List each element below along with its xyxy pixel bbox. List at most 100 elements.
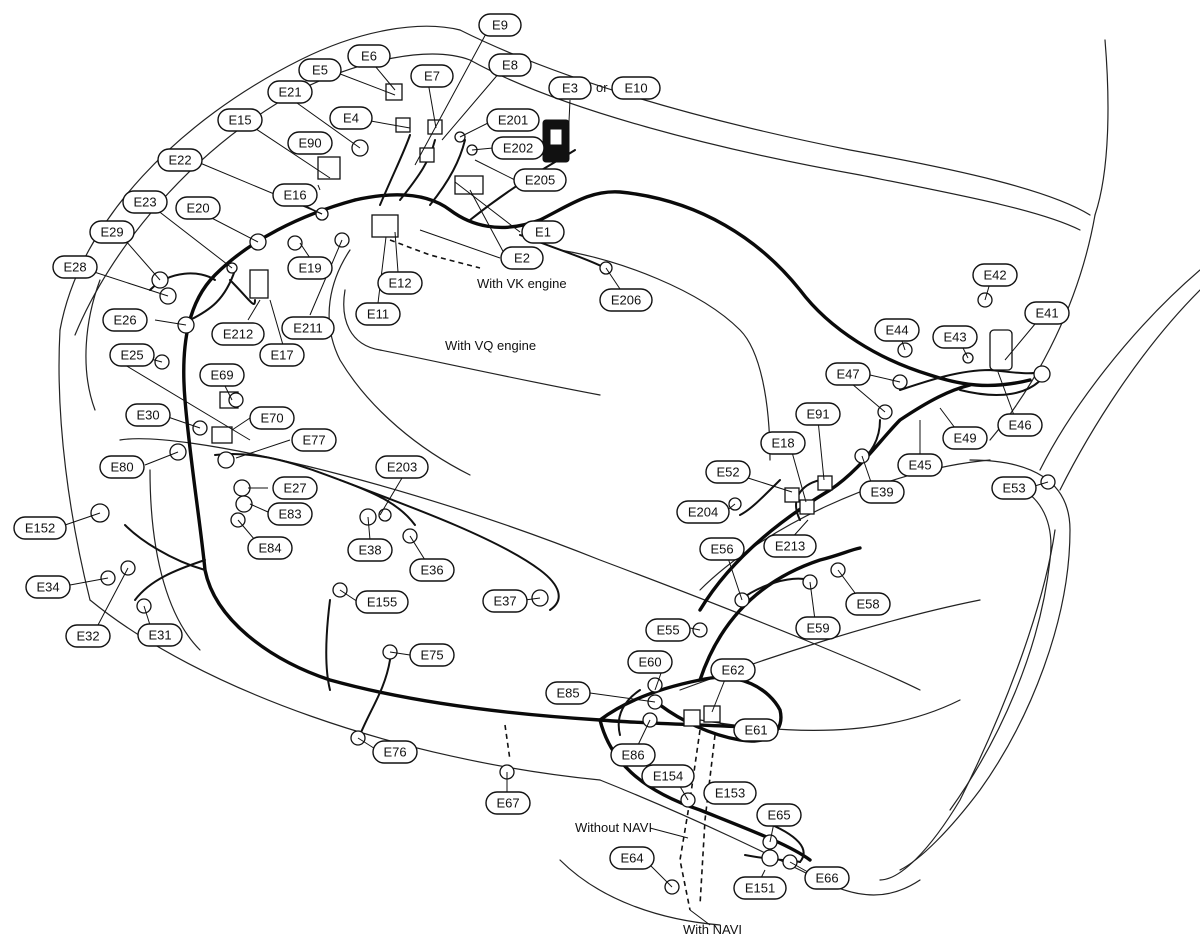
svg-text:E1: E1 — [535, 225, 551, 240]
label-E90: E90 — [287, 131, 333, 155]
label-E42: E42 — [972, 263, 1018, 287]
label-E20: E20 — [175, 196, 221, 220]
label-E36: E36 — [409, 558, 455, 582]
label-E11: E11 — [355, 302, 401, 326]
label-E32: E32 — [65, 624, 111, 648]
svg-text:E91: E91 — [806, 407, 829, 422]
note-with-vq-engine: With VQ engine — [445, 338, 536, 353]
svg-text:E26: E26 — [113, 313, 136, 328]
svg-text:E85: E85 — [556, 686, 579, 701]
label-E205: E205 — [513, 168, 567, 192]
svg-text:E154: E154 — [653, 769, 683, 784]
label-E91: E91 — [795, 402, 841, 426]
label-E65: E65 — [756, 803, 802, 827]
svg-text:E10: E10 — [624, 81, 647, 96]
svg-text:E32: E32 — [76, 629, 99, 644]
svg-text:E84: E84 — [258, 541, 281, 556]
label-E152: E152 — [13, 516, 67, 540]
label-E67: E67 — [485, 791, 531, 815]
label-E10: E10 — [611, 76, 661, 100]
svg-text:E31: E31 — [148, 628, 171, 643]
svg-text:E6: E6 — [361, 49, 377, 64]
svg-text:E56: E56 — [710, 542, 733, 557]
label-E39: E39 — [859, 480, 905, 504]
svg-text:E65: E65 — [767, 808, 790, 823]
label-E6: E6 — [347, 44, 391, 68]
svg-text:E153: E153 — [715, 786, 745, 801]
label-E62: E62 — [710, 658, 756, 682]
label-E60: E60 — [627, 650, 673, 674]
svg-text:E58: E58 — [856, 597, 879, 612]
label-E1: E1 — [521, 220, 565, 244]
label-E27: E27 — [272, 476, 318, 500]
svg-text:E203: E203 — [387, 460, 417, 475]
label-E213: E213 — [763, 534, 817, 558]
svg-text:E55: E55 — [656, 623, 679, 638]
label-E34: E34 — [25, 575, 71, 599]
svg-text:E27: E27 — [283, 481, 306, 496]
svg-text:E206: E206 — [611, 293, 641, 308]
svg-text:E49: E49 — [953, 431, 976, 446]
svg-text:E30: E30 — [136, 408, 159, 423]
label-E28: E28 — [52, 255, 98, 279]
label-E66: E66 — [804, 866, 850, 890]
svg-text:E37: E37 — [493, 594, 516, 609]
or-text: or — [596, 80, 608, 95]
label-E206: E206 — [599, 288, 653, 312]
svg-text:E90: E90 — [298, 136, 321, 151]
svg-text:E211: E211 — [293, 321, 322, 336]
svg-text:E11: E11 — [367, 307, 389, 322]
svg-text:E62: E62 — [721, 663, 744, 678]
diagram-notes: With VK engine With VQ engine Without NA… — [445, 276, 742, 937]
svg-text:E45: E45 — [908, 458, 931, 473]
label-E2: E2 — [500, 246, 544, 270]
svg-text:E201: E201 — [498, 113, 528, 128]
label-E31: E31 — [137, 623, 183, 647]
label-E49: E49 — [942, 426, 988, 450]
label-E84: E84 — [247, 536, 293, 560]
label-E45: E45 — [897, 453, 943, 477]
label-E25: E25 — [109, 343, 155, 367]
svg-text:E205: E205 — [525, 173, 555, 188]
svg-text:E53: E53 — [1002, 481, 1025, 496]
svg-text:E9: E9 — [492, 18, 508, 33]
label-E12: E12 — [377, 271, 423, 295]
label-E59: E59 — [795, 616, 841, 640]
svg-text:E202: E202 — [503, 141, 533, 156]
vehicle-body-outline — [58, 25, 1200, 926]
svg-text:E204: E204 — [688, 505, 718, 520]
connectors — [90, 83, 1056, 895]
svg-text:E80: E80 — [110, 460, 133, 475]
svg-text:E39: E39 — [870, 485, 893, 500]
label-E5: E5 — [298, 58, 342, 82]
label-E61: E61 — [733, 718, 779, 742]
svg-text:E52: E52 — [716, 465, 739, 480]
connector-labels: E1 E2 E3 or E4 E5 E6 E7 E8 — [13, 13, 1070, 900]
svg-text:E66: E66 — [815, 871, 838, 886]
svg-text:E46: E46 — [1008, 418, 1031, 433]
svg-text:E20: E20 — [186, 201, 209, 216]
svg-text:E17: E17 — [270, 348, 293, 363]
label-E21: E21 — [267, 80, 313, 104]
svg-text:E16: E16 — [283, 188, 306, 203]
label-E69: E69 — [199, 363, 245, 387]
svg-text:E2: E2 — [514, 251, 530, 266]
svg-text:E41: E41 — [1035, 306, 1058, 321]
label-E77: E77 — [291, 428, 337, 452]
note-with-vk-engine: With VK engine — [477, 276, 567, 291]
svg-text:E4: E4 — [343, 111, 359, 126]
label-E151: E151 — [733, 876, 787, 900]
note-without-navi: Without NAVI — [575, 820, 652, 835]
label-E19: E19 — [287, 256, 333, 280]
svg-text:E59: E59 — [806, 621, 829, 636]
svg-text:E5: E5 — [312, 63, 328, 78]
svg-text:E3: E3 — [562, 81, 578, 96]
svg-text:E86: E86 — [621, 748, 644, 763]
label-E26: E26 — [102, 308, 148, 332]
svg-text:E61: E61 — [744, 723, 767, 738]
svg-text:E76: E76 — [383, 745, 406, 760]
svg-text:E34: E34 — [36, 580, 59, 595]
svg-text:E64: E64 — [620, 851, 643, 866]
label-E46: E46 — [997, 413, 1043, 437]
